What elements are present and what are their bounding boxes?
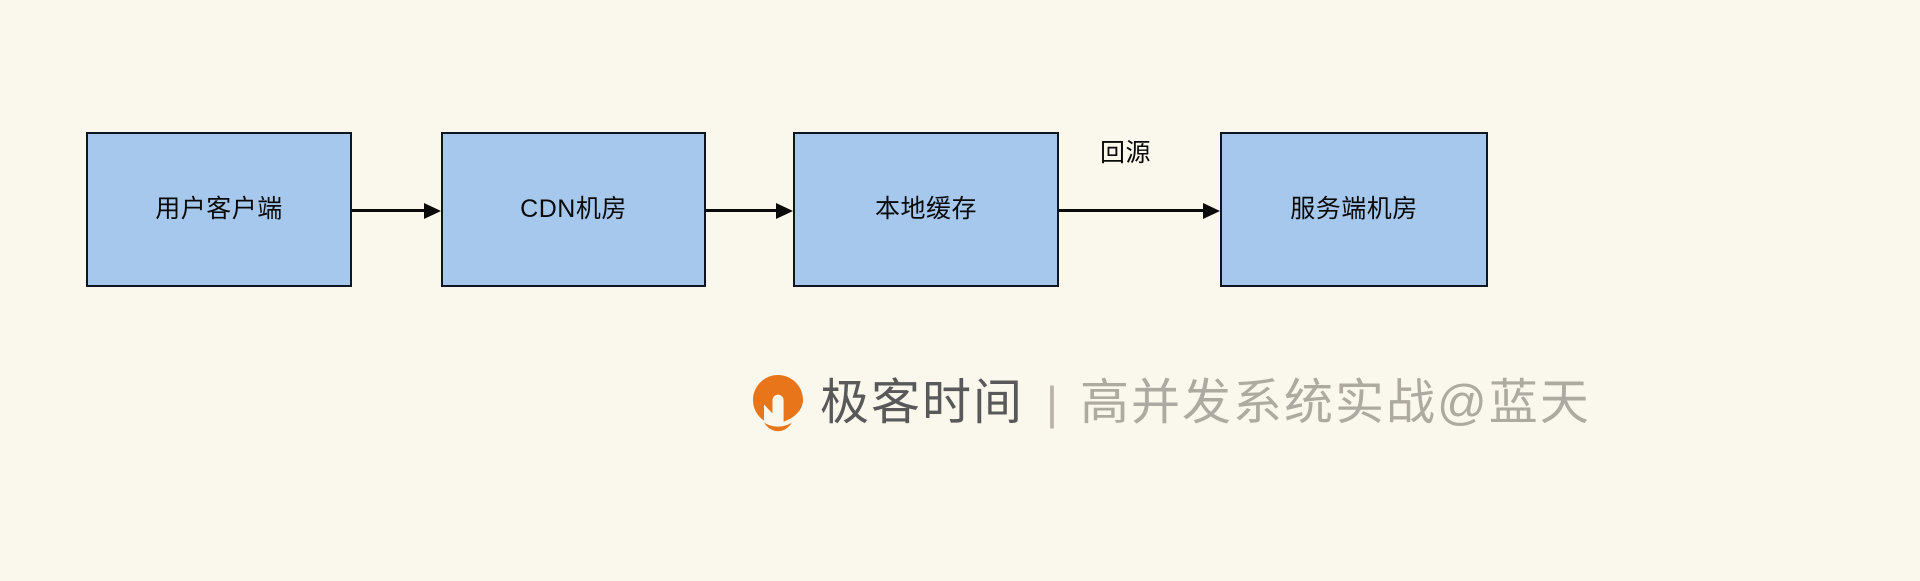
diagram-arrow-cdn-idc-to-local-cache	[706, 203, 793, 219]
node-label: 本地缓存	[874, 195, 977, 223]
arrow-line	[1059, 209, 1203, 212]
arrow-line	[706, 209, 776, 212]
geektime-q-logo-icon	[753, 375, 803, 432]
arrow-head-icon	[776, 203, 793, 219]
diagram-node-local-cache[interactable]: 本地缓存	[793, 132, 1059, 287]
arrow-head-icon	[1203, 203, 1220, 219]
arrow-line	[352, 209, 424, 212]
diagram-node-server-idc[interactable]: 服务端机房	[1220, 132, 1488, 287]
diagram-arrow-user-client-to-cdn-idc	[352, 203, 441, 219]
watermark-course-title: 高并发系统实战@蓝天	[1079, 375, 1591, 430]
diagram-edge-label-back-to-origin: 回源	[1100, 139, 1152, 167]
diagram-arrow-local-cache-to-server-idc	[1059, 203, 1220, 219]
node-label: 用户客户端	[155, 195, 283, 223]
node-label: 服务端机房	[1290, 195, 1418, 223]
watermark-separator: |	[1046, 377, 1058, 429]
node-label: CDN机房	[520, 195, 627, 223]
watermark: 极客时间 | 高并发系统实战@蓝天	[752, 368, 1591, 438]
watermark-brand: 极客时间	[820, 375, 1025, 430]
diagram-node-cdn-idc[interactable]: CDN机房	[441, 132, 706, 287]
diagram-node-user-client[interactable]: 用户客户端	[86, 132, 352, 287]
arrow-head-icon	[424, 203, 441, 219]
